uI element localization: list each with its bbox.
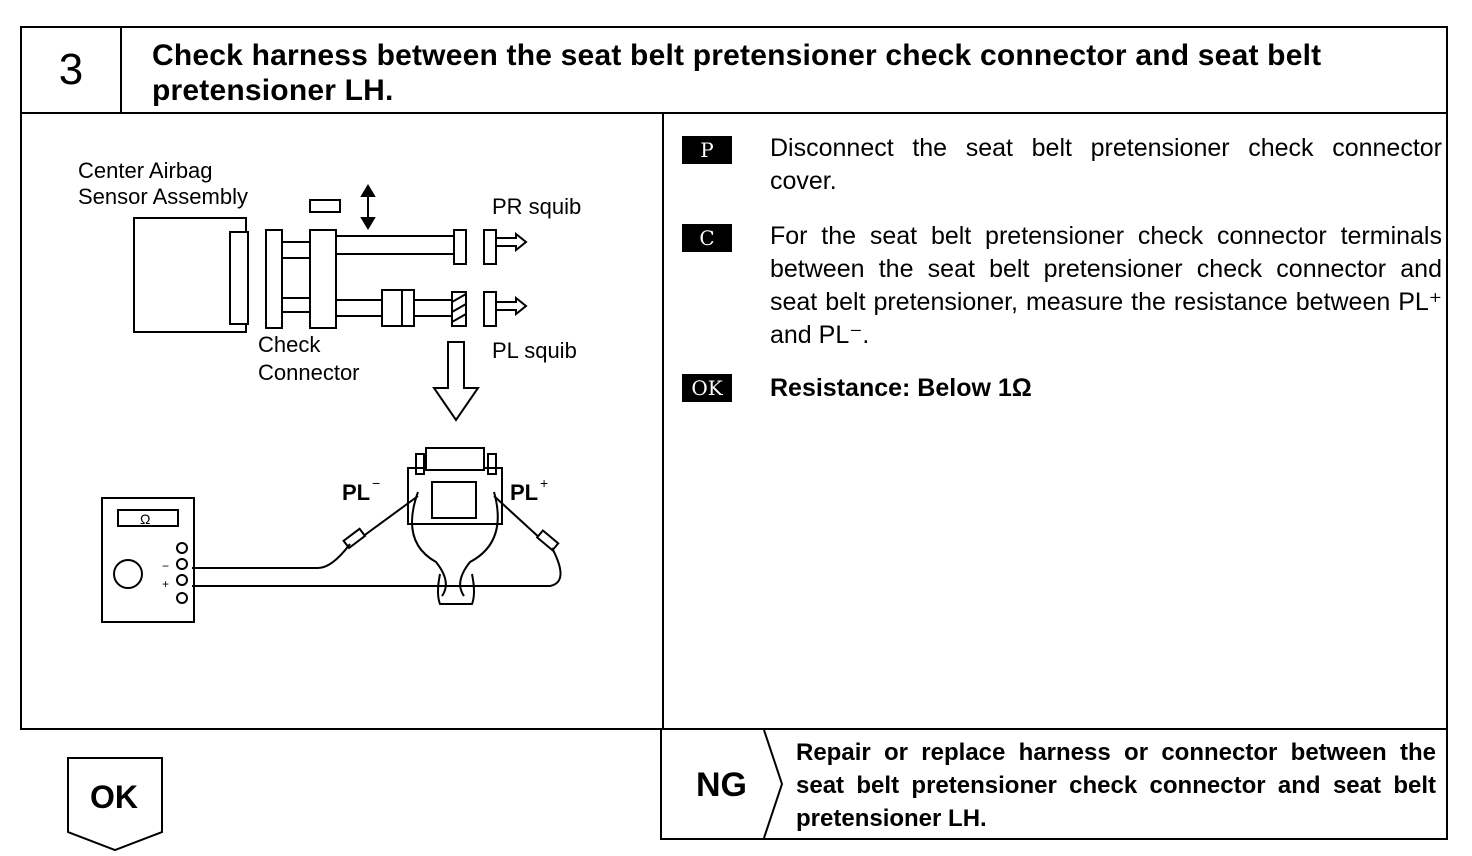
label-pr-squib: PR squib: [492, 194, 581, 219]
label-pl-minus: PL: [342, 480, 370, 505]
label-pl-plus-sup: +: [540, 475, 548, 491]
step-ok-text: Resistance: Below 1Ω: [770, 374, 1032, 402]
label-check-2: Connector: [258, 360, 360, 385]
procedure-panel: Center Airbag Sensor Assembly PR squib P…: [20, 112, 1448, 730]
tag-ok: OK: [682, 374, 732, 402]
down-arrow-icon: [432, 341, 480, 422]
label-check-1: Check: [258, 332, 321, 357]
check-connector: [265, 229, 283, 329]
step-number: 3: [22, 28, 122, 112]
ng-chevron: [763, 730, 784, 838]
tag-p: P: [682, 136, 732, 164]
label-center-airbag-1: Center Airbag: [78, 158, 213, 183]
step-header: 3 Check harness between the seat belt pr…: [20, 26, 1448, 114]
meter-plus: +: [162, 577, 169, 591]
ok-result-badge: OK: [67, 757, 163, 852]
label-pl-squib: PL squib: [492, 338, 577, 363]
ng-label: NG: [696, 766, 747, 804]
step-title: Check harness between the seat belt pret…: [152, 39, 1322, 107]
step-check-text: For the seat belt pretensioner check con…: [770, 222, 1442, 349]
label-pl-minus-sup: −: [372, 475, 380, 491]
panel-divider: [662, 112, 664, 728]
label-pl-plus: PL: [510, 480, 538, 505]
tag-c: C: [682, 224, 732, 252]
ng-result-box: NG Repair or replace harness or connecto…: [660, 730, 1448, 840]
step-prepare-text: Disconnect the seat belt pretensioner ch…: [770, 134, 1442, 195]
ok-label: OK: [90, 779, 138, 815]
meter-minus: −: [162, 559, 169, 573]
wiring-diagram: Center Airbag Sensor Assembly PR squib P…: [78, 158, 581, 623]
multimeter: [101, 497, 195, 623]
label-center-airbag-2: Sensor Assembly: [78, 184, 248, 209]
ohm-symbol: Ω: [140, 511, 150, 527]
ng-text: Repair or replace harness or connector b…: [796, 739, 1436, 832]
